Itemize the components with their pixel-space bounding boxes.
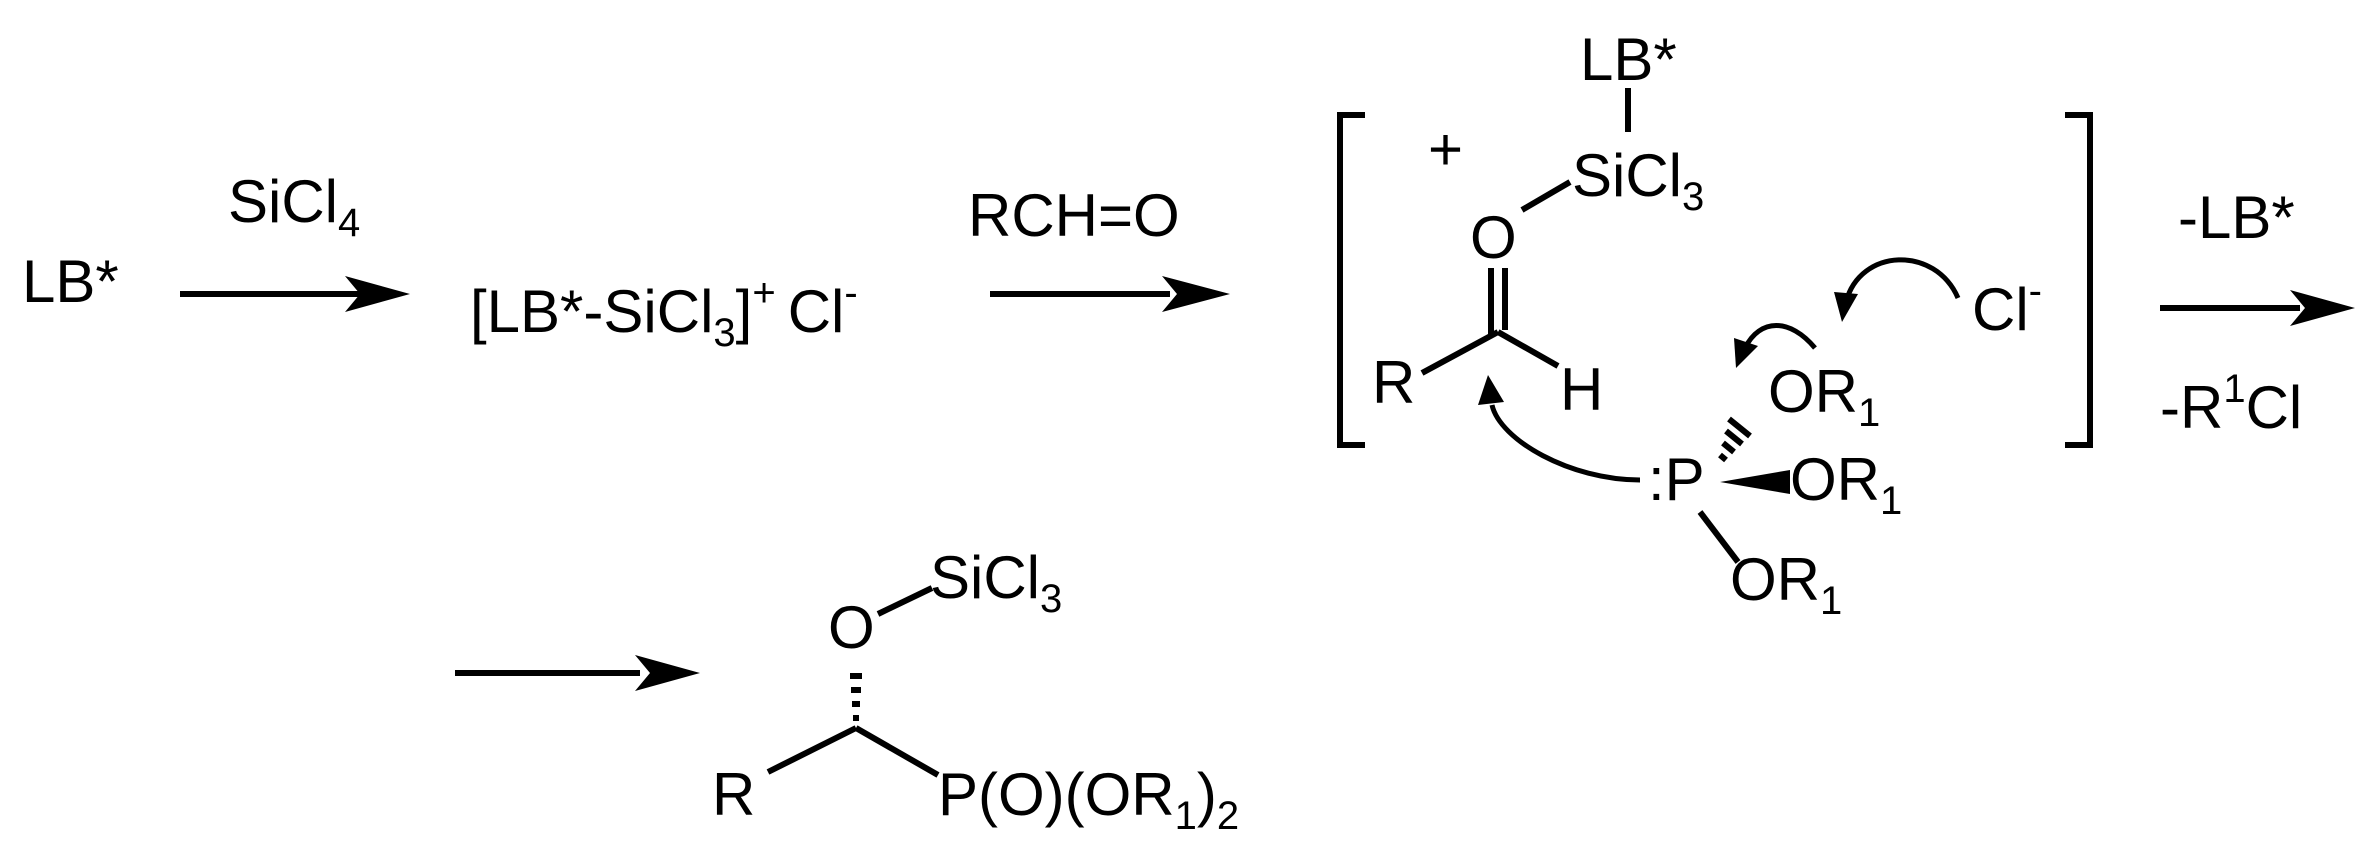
intermediate-lewis-base: LB* <box>1580 26 1677 93</box>
silicon-tetrachloride-label: SiCl4 <box>228 168 360 245</box>
left-bracket <box>1337 112 1365 448</box>
oxonium-plus: + <box>1428 116 1463 183</box>
product-oxygen: O <box>828 594 875 661</box>
reaction-arrow-1 <box>180 276 410 312</box>
reaction-arrow-2 <box>990 276 1230 312</box>
product-structure: O SiCl3 R P(O)(OR1)2 <box>712 544 1239 838</box>
reaction-arrow-4 <box>455 655 700 691</box>
product-phosphonate: P(O)(OR1)2 <box>938 761 1239 838</box>
curved-arrow-chloride-attack <box>1834 257 1961 322</box>
phosphite-ester-1: OR1 <box>1768 358 1880 435</box>
product-r-group: R <box>712 761 755 828</box>
product-trichlorosilyl: SiCl3 <box>930 544 1062 621</box>
lewis-base-label: LB* <box>22 248 119 315</box>
eliminated-lewis-base: -LB* <box>2178 184 2295 251</box>
solid-wedge-bond <box>1720 470 1790 494</box>
phosphorus-label: :P <box>1648 446 1705 513</box>
trichlorosilyl-label: SiCl3 <box>1572 142 1704 219</box>
phosphite-ester-2: OR1 <box>1790 446 1902 523</box>
product-hashed-bond <box>850 673 862 721</box>
right-bracket <box>2065 112 2093 448</box>
oxonium-oxygen: O <box>1470 204 1517 271</box>
reaction-arrow-3 <box>2160 290 2355 326</box>
hashed-wedge-bond <box>1718 416 1752 463</box>
curved-arrow-bond-to-phosphorus <box>1734 323 1817 368</box>
carbonyl-r-group: R <box>1372 349 1415 416</box>
phosphite-ester-3: OR1 <box>1730 546 1842 623</box>
chloride-ion: Cl- <box>1972 269 2042 343</box>
ion-pair-label: [LB*-SiCl3]+Cl- <box>470 271 858 355</box>
aldehyde-hydrogen: H <box>1560 356 1603 423</box>
transition-intermediate: LB* + O SiCl3 R H :P OR1 OR1 OR1 <box>1337 26 2093 623</box>
curved-arrow-phosphorus-attack <box>1478 375 1641 483</box>
aldehyde-reagent-label: RCH=O <box>968 182 1180 249</box>
eliminated-alkyl-chloride: -R1Cl <box>2160 367 2302 441</box>
